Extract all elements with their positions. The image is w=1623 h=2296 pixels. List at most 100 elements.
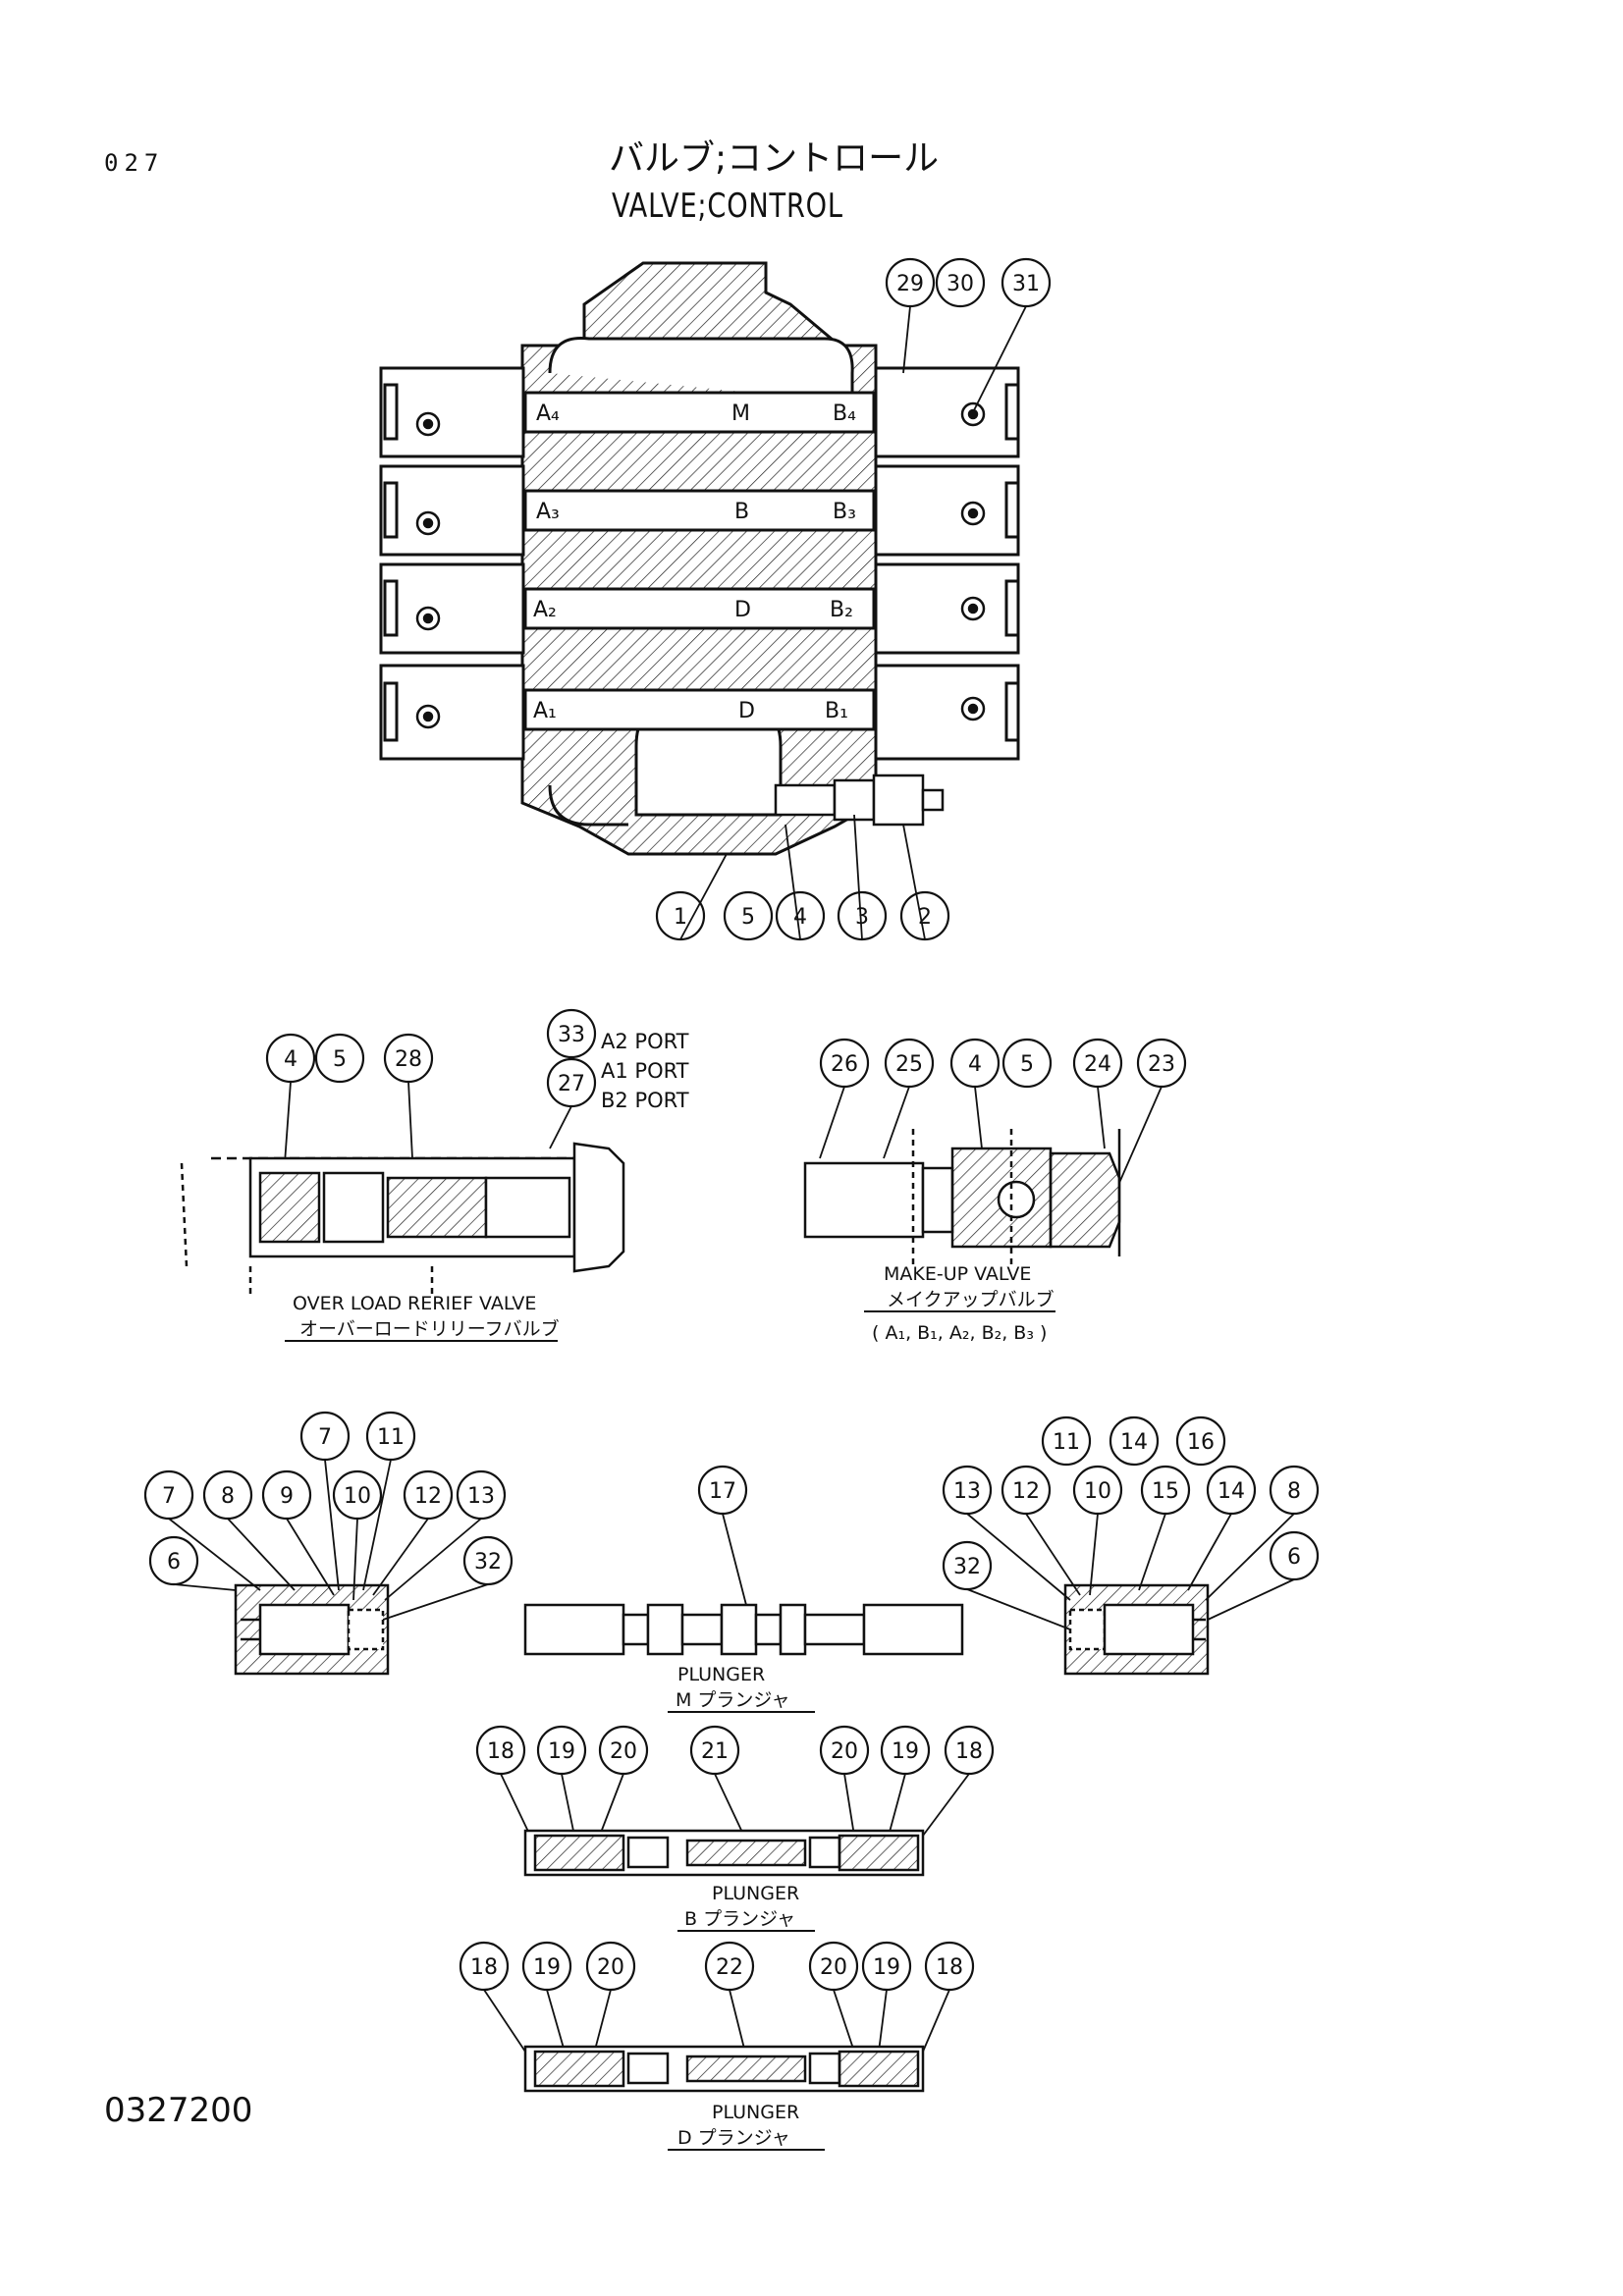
port-label-m: M: [731, 401, 750, 426]
spool-bars: [523, 391, 876, 731]
leader-plunger_d-2: [593, 1989, 612, 2055]
callout-overload-28: 28: [383, 1033, 434, 1084]
leader-plunger_d-1: [546, 1989, 566, 2053]
callout-number: 11: [1053, 1430, 1080, 1455]
callout-number: 28: [395, 1047, 422, 1072]
callout-number: 18: [470, 1955, 498, 1980]
leader-main_valve_bottom-2: [853, 814, 863, 940]
callout-number: 26: [831, 1052, 858, 1077]
callout-plunger_b-18: 18: [944, 1725, 995, 1776]
plunger-m-caption-jp: M プランジャ: [676, 1689, 789, 1711]
callout-makeup-24: 24: [1072, 1038, 1123, 1089]
leader-plunger_d-4: [833, 1989, 855, 2053]
callout-main_valve_bottom-5: 5: [723, 890, 774, 941]
callout-plunger_m-17: 17: [697, 1465, 748, 1516]
callout-number: 3: [855, 905, 869, 930]
callout-plunger_d-22: 22: [704, 1941, 755, 1992]
port-note-a1: A1 PORT: [601, 1059, 689, 1083]
page-number: 027: [104, 149, 165, 177]
callout-spring_left-8: 8: [202, 1469, 253, 1521]
callout-number: 1: [674, 905, 687, 930]
leader-makeup-4: [1118, 1086, 1163, 1184]
callout-plunger_d-20: 20: [585, 1941, 636, 1992]
plunger-b-caption-en: PLUNGER: [712, 1883, 799, 1904]
callout-spring_right-6: 6: [1269, 1530, 1320, 1581]
overload-relief-valve: [180, 1142, 625, 1296]
callout-number: 20: [820, 1955, 847, 1980]
overload-caption-en: OVER LOAD RERIEF VALVE: [293, 1293, 536, 1314]
spring-assembly-left: [234, 1583, 390, 1676]
callout-plunger_d-19: 19: [861, 1941, 912, 1992]
port-label-b: B: [734, 500, 749, 524]
callout-number: 6: [167, 1550, 181, 1575]
spool-port-labels: A₄ M B₄ A₃ B B₃ A₂ D B₂ A₁ D B₁: [533, 401, 856, 723]
callout-number: 10: [1084, 1479, 1111, 1504]
leader-main_valve_bottom-3: [902, 824, 926, 940]
callout-spring_left-11: 11: [365, 1411, 416, 1462]
callout-number: 20: [597, 1955, 624, 1980]
leader-spring_left-5: [384, 1518, 482, 1601]
port-label-a4: A₄: [536, 401, 560, 426]
port-label-b2: B₂: [830, 598, 853, 622]
plunger-b-caption-jp: B プランジャ: [684, 1908, 795, 1930]
callout-spring_right-10: 10: [1072, 1465, 1123, 1516]
callout-main_valve_top-30: 30: [935, 257, 986, 308]
callout-overload-27: 27: [546, 1057, 597, 1108]
callout-makeup-4: 4: [949, 1038, 1001, 1089]
leader-plunger_b-2: [598, 1773, 624, 1839]
callout-number: 17: [709, 1479, 736, 1504]
makeup-valve-labels: MAKE-UP VALVE メイクアップバルブ ( A₁, B₁, A₂, B₂…: [872, 1263, 1055, 1344]
callout-plunger_d-19: 19: [521, 1941, 572, 1992]
callout-number: 18: [487, 1739, 514, 1764]
callout-number: 7: [318, 1425, 332, 1450]
leader-plunger_b-5: [888, 1773, 906, 1837]
callout-overload-4: 4: [265, 1033, 316, 1084]
leader-main_valve_top-1: [972, 305, 1027, 413]
overload-relief-labels: A2 PORT A1 PORT B2 PORT OVER LOAD RERIEF…: [293, 1030, 689, 1340]
leader-plunger_b-6: [922, 1773, 970, 1837]
port-label-a2: A₂: [533, 598, 557, 622]
callout-main_valve_top-29: 29: [885, 257, 936, 308]
callout-main_valve_top-31: 31: [1001, 257, 1052, 308]
plunger-d-caption-jp: D プランジャ: [677, 2127, 790, 2149]
leader-main_valve_bottom-1: [784, 824, 801, 940]
leader-spring_right-7: [1207, 1578, 1295, 1621]
plunger-d: [523, 2045, 925, 2093]
makeup-caption-ports: ( A₁, B₁, A₂, B₂, B₃ ): [872, 1322, 1047, 1344]
callout-spring_right-32: 32: [942, 1540, 993, 1591]
drawing-code: 0327200: [104, 2091, 253, 2130]
callout-number: 19: [548, 1739, 575, 1764]
callout-makeup-25: 25: [884, 1038, 935, 1089]
callout-main_valve_bottom-2: 2: [899, 890, 950, 941]
callout-spring_left-9: 9: [261, 1469, 312, 1521]
callout-spring_right-11: 11: [1041, 1415, 1092, 1467]
callout-number: 24: [1084, 1052, 1111, 1077]
port-note-b2: B2 PORT: [601, 1089, 689, 1112]
callout-makeup-26: 26: [819, 1038, 870, 1089]
leader-plunger_m-0: [722, 1513, 747, 1606]
leader-makeup-2: [974, 1086, 983, 1149]
callout-spring_left-7: 7: [299, 1411, 351, 1462]
callout-spring_left-32: 32: [462, 1535, 514, 1586]
callout-spring_left-10: 10: [332, 1469, 383, 1521]
leader-makeup-0: [819, 1086, 845, 1159]
callout-number: 12: [1012, 1479, 1040, 1504]
callout-number: 5: [741, 905, 755, 930]
leader-spring_right-1: [1025, 1513, 1081, 1596]
makeup-caption-en: MAKE-UP VALVE: [884, 1263, 1031, 1285]
callout-spring_right-14: 14: [1206, 1465, 1257, 1516]
callout-number: 12: [414, 1484, 442, 1509]
leader-spring_right-5: [1205, 1513, 1295, 1601]
callout-number: 4: [284, 1047, 298, 1072]
leader-lines: [168, 305, 1295, 2057]
leader-spring_left-6: [173, 1583, 237, 1591]
callout-spring_left-6: 6: [148, 1535, 199, 1586]
plunger-b-labels: PLUNGER B プランジャ: [684, 1883, 799, 1930]
main-valve-body: [520, 261, 878, 856]
callout-spring_left-7: 7: [143, 1469, 194, 1521]
leader-spring_right-0: [966, 1513, 1071, 1601]
title-english: VALVE;CONTROL: [612, 187, 843, 226]
port-label-a3: A₃: [536, 500, 560, 524]
callout-number: 9: [280, 1484, 294, 1509]
